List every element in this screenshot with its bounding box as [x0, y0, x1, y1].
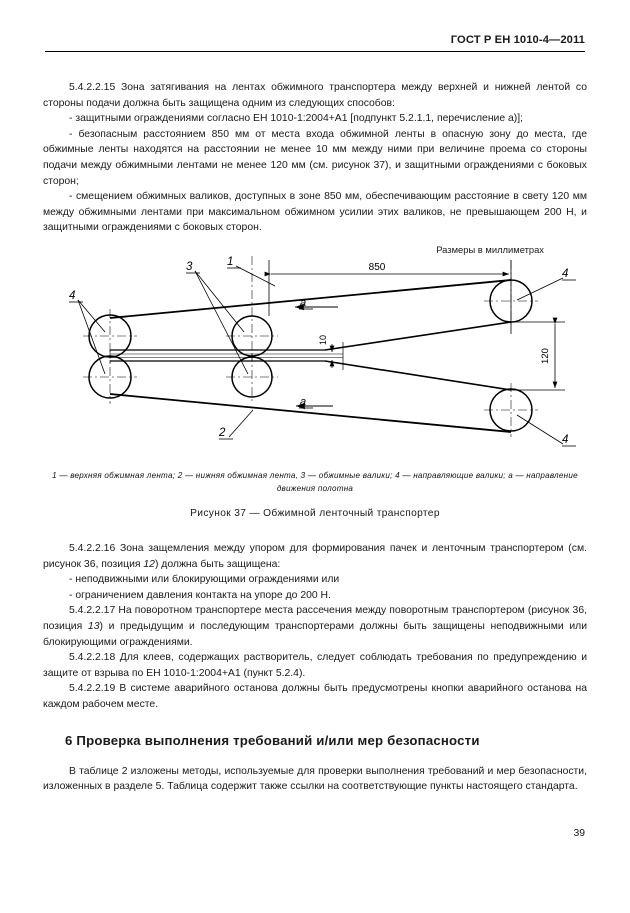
callout-2: 2: [218, 427, 226, 439]
callout-3: 3: [186, 261, 193, 273]
p17-part-a: 5.4.2.2.17 На поворотном транспортере ме…: [43, 605, 587, 632]
p17-position-ref: 13: [87, 620, 100, 632]
paragraph-table-2-intro: В таблице 2 изложены методы, используемы…: [43, 765, 587, 793]
section-heading-6: 6 Проверка выполнения требований и/или м…: [65, 732, 480, 748]
callout-1: 1: [227, 256, 233, 268]
paragraph-5-4-2-2-17: 5.4.2.2.17 На поворотном транспортере ме…: [43, 603, 587, 650]
callout-4-right-upper: 4: [562, 268, 568, 280]
body-text-lower: 5.4.2.2.16 Зона защемления между упором …: [43, 541, 587, 795]
paragraph-5-4-2-2-19: 5.4.2.2.19 В системе аварийного останова…: [43, 683, 587, 710]
bullet-safety-distance-850: - безопасным расстоянием 850 мм от места…: [43, 128, 587, 187]
p16-part-a: 5.4.2.2.16 Зона защемления между упором …: [43, 543, 587, 570]
paragraph-5-4-2-2-16: 5.4.2.2.16 Зона защемления между упором …: [43, 541, 587, 572]
callout-4-left: 4: [69, 290, 75, 302]
bullet-roller-offset: - смещением обжимных валиков, доступных …: [43, 191, 587, 234]
spacer-before-heading: [43, 713, 587, 733]
dimension-120: 120: [540, 348, 551, 364]
conveyor-diagram-svg: 850 120 10 1 2 3 4 4 4 a a: [69, 256, 576, 447]
p16-position-ref: 12: [143, 558, 155, 570]
dimension-850: 850: [369, 262, 386, 273]
body-text-upper: 5.4.2.2.15 Зона затягивания на лентах об…: [43, 80, 587, 236]
page-number: 39: [573, 828, 585, 839]
paragraph-5-4-2-2-18: 5.4.2.2.18 Для клеев, содержащих раствор…: [43, 652, 587, 679]
page-header-standard-id: ГОСТ Р ЕН 1010-4—2011: [450, 34, 585, 46]
spacer-after-heading: [43, 748, 587, 764]
paragraph-5-4-2-2-15: 5.4.2.2.15 Зона затягивания на лентах об…: [43, 82, 587, 109]
direction-label-a-lower: a: [300, 396, 306, 408]
bullet-guards-en1010: - защитными ограждениями согласно ЕН 101…: [69, 113, 524, 125]
p16-part-b: ) должна быть защищена:: [154, 558, 281, 570]
figure-units-note: Размеры в миллиметрах: [436, 244, 544, 255]
callout-4-right-lower: 4: [562, 434, 568, 446]
direction-label-a-upper: a: [300, 297, 306, 309]
p17-part-b: ) и предыдущим и последующим транспортер…: [43, 620, 587, 648]
figure-legend: 1 — верхняя обжимная лента; 2 — нижняя о…: [52, 471, 578, 493]
figure-caption: Рисунок 37 — Обжимной ленточный транспор…: [190, 508, 440, 519]
figure-37: Размеры в миллиметрах: [43, 238, 587, 473]
dimension-10: 10: [318, 335, 328, 345]
header-divider: [45, 51, 585, 52]
bullet-contact-pressure: - ограничением давления контакта на упор…: [69, 589, 331, 601]
bullet-fixed-guards: - неподвижными или блокирующими огражден…: [69, 574, 340, 586]
